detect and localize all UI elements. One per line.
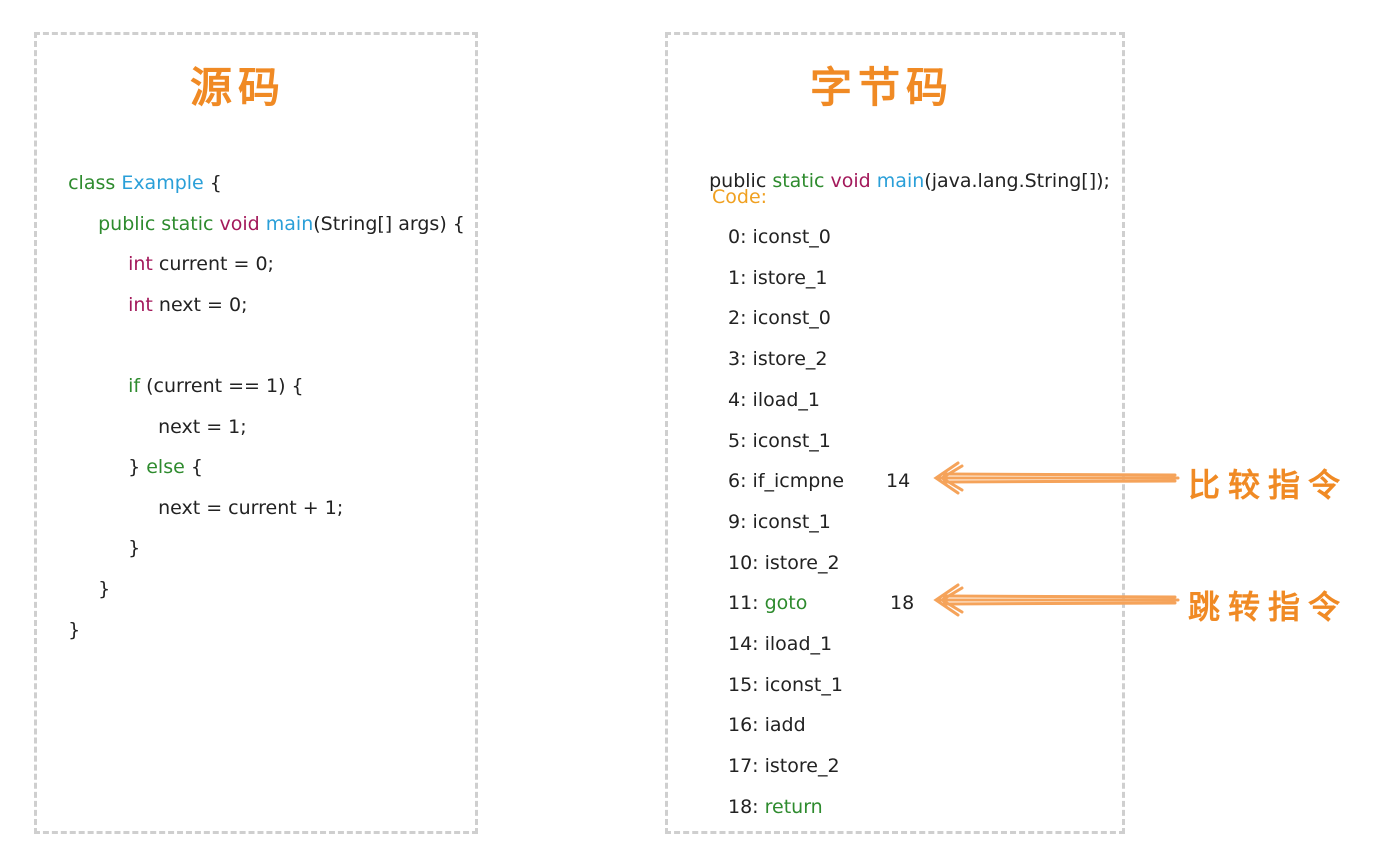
keyword: static <box>772 170 825 192</box>
instruction-offset: 5: <box>728 430 747 452</box>
instruction-opcode: iconst_0 <box>752 226 831 248</box>
instruction-opcode: return <box>764 796 823 818</box>
instruction-row: 1: istore_1 <box>728 266 827 290</box>
source-line-assign-2: next = current + 1; <box>146 472 343 520</box>
method-name: main <box>265 213 314 235</box>
instruction-offset: 3: <box>728 348 747 370</box>
jump-instruction-label: 跳转指令 <box>1188 588 1349 626</box>
method-name: main <box>876 170 925 192</box>
code-text: } <box>98 578 111 600</box>
instruction-row: 0: iconst_0 <box>728 225 831 249</box>
code-label: Code: <box>712 186 768 208</box>
instruction-row: 18: return <box>728 795 823 819</box>
instruction-row: 16: iadd <box>728 713 806 737</box>
instruction-opcode: istore_2 <box>752 348 828 370</box>
instruction-argument: 14 <box>886 470 911 492</box>
code-text: (String[] args) { <box>313 213 465 235</box>
instruction-opcode: iload_1 <box>764 633 833 655</box>
instruction-offset: 16: <box>728 714 759 736</box>
source-line-close-else: } <box>116 512 140 560</box>
instruction-row: 2: iconst_0 <box>728 306 831 330</box>
instruction-opcode: istore_1 <box>752 267 828 289</box>
source-line-assign-1: next = 1; <box>146 391 247 439</box>
instruction-opcode: iconst_0 <box>752 307 831 329</box>
instruction-offset: 14: <box>728 633 759 655</box>
instruction-row: 17: istore_2 <box>728 754 840 778</box>
instruction-row: 5: iconst_1 <box>728 429 831 453</box>
source-panel <box>34 32 478 834</box>
instruction-offset: 4: <box>728 389 747 411</box>
keyword: else <box>146 456 185 478</box>
instruction-row: 4: iload_1 <box>728 388 820 412</box>
instruction-opcode: iconst_1 <box>752 430 831 452</box>
jump-arrow <box>933 583 1180 617</box>
code-text: } <box>68 619 81 641</box>
code-text: next = 0; <box>152 294 248 316</box>
instruction-row: 14: iload_1 <box>728 632 832 656</box>
instruction-offset: 10: <box>728 552 759 574</box>
class-name: Example <box>121 172 204 194</box>
bytecode-header: public static void main(java.lang.String… <box>697 145 1110 193</box>
instruction-offset: 18: <box>728 796 759 818</box>
instruction-row: 9: iconst_1 <box>728 510 831 534</box>
instruction-row: 3: istore_2 <box>728 347 827 371</box>
instruction-opcode: goto <box>764 592 808 614</box>
source-line-class: class Example { <box>56 147 222 195</box>
code-text: } <box>128 456 147 478</box>
compare-arrow <box>933 461 1180 495</box>
instruction-opcode: istore_2 <box>764 552 840 574</box>
instruction-row: 6: if_icmpne 14 <box>728 469 910 493</box>
instruction-offset: 1: <box>728 267 747 289</box>
source-line-close-class: } <box>56 594 80 642</box>
source-line-next: int next = 0; <box>116 269 248 317</box>
compare-instruction-label: 比较指令 <box>1188 466 1349 504</box>
source-line-main: public static void main(String[] args) { <box>86 188 465 236</box>
keyword: if <box>128 375 141 397</box>
code-text: public <box>709 170 773 192</box>
instruction-opcode: istore_2 <box>764 755 840 777</box>
code-text: (current == 1) { <box>140 375 304 397</box>
code-text: { <box>184 456 203 478</box>
instruction-opcode: iadd <box>764 714 806 736</box>
source-line-if: if (current == 1) { <box>116 350 304 398</box>
code-text: next = 1; <box>158 416 247 438</box>
instruction-row: 11: goto 18 <box>728 591 914 615</box>
keyword: public static <box>98 213 214 235</box>
instruction-offset: 17: <box>728 755 759 777</box>
type-keyword: void <box>219 213 260 235</box>
code-text: next = current + 1; <box>158 497 344 519</box>
type-keyword: void <box>830 170 871 192</box>
type-keyword: int <box>128 294 153 316</box>
instruction-row: 15: iconst_1 <box>728 673 843 697</box>
bytecode-panel <box>665 32 1125 834</box>
code-text: current = 0; <box>152 253 274 275</box>
type-keyword: int <box>128 253 153 275</box>
instruction-argument: 18 <box>890 592 915 614</box>
keyword: class <box>68 172 116 194</box>
instruction-opcode: iload_1 <box>752 389 821 411</box>
source-title: 源码 <box>190 63 287 112</box>
instruction-offset: 6: <box>728 470 747 492</box>
instruction-offset: 11: <box>728 592 759 614</box>
instruction-opcode: if_icmpne <box>752 470 845 492</box>
instruction-opcode: iconst_1 <box>752 511 831 533</box>
bytecode-title: 字节码 <box>810 63 955 112</box>
instruction-offset: 2: <box>728 307 747 329</box>
instruction-row: 10: istore_2 <box>728 551 840 575</box>
source-line-else: } else { <box>116 431 203 479</box>
instruction-offset: 9: <box>728 511 747 533</box>
source-line-close-main: } <box>86 553 110 601</box>
code-text: { <box>203 172 222 194</box>
instruction-offset: 0: <box>728 226 747 248</box>
instruction-offset: 15: <box>728 674 759 696</box>
code-text: } <box>128 537 141 559</box>
code-text: (java.lang.String[]); <box>924 170 1110 192</box>
source-line-current: int current = 0; <box>116 228 274 276</box>
instruction-opcode: iconst_1 <box>764 674 843 696</box>
